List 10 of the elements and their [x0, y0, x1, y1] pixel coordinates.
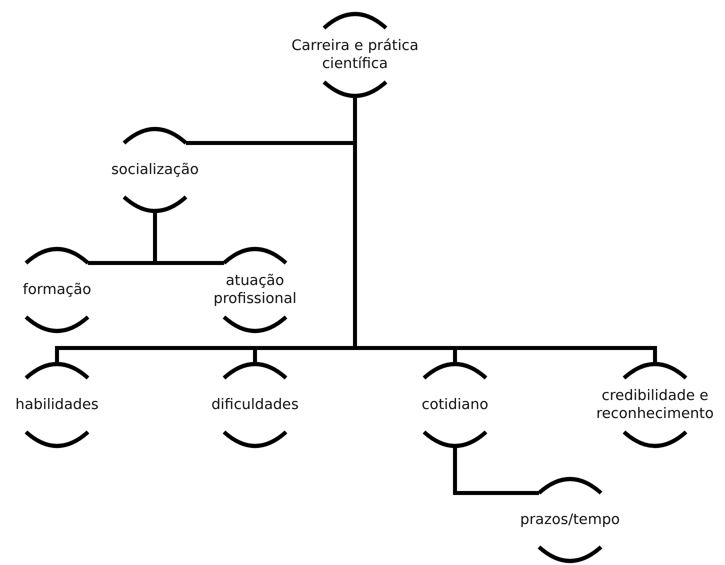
node-label: formação	[22, 281, 92, 299]
node-label: dificuldades	[211, 396, 299, 414]
node-label: socialização	[111, 161, 199, 179]
connector-line	[453, 446, 539, 495]
node-label: atuação profissional	[212, 272, 298, 308]
node-label: habilidades	[15, 396, 99, 414]
node-label: Carreira e prática científica	[290, 37, 420, 73]
node-label: prazos/tempo	[520, 511, 620, 529]
node-label: cotidiano	[422, 396, 488, 414]
node-label: credibilidade e reconhecimento	[595, 387, 715, 423]
